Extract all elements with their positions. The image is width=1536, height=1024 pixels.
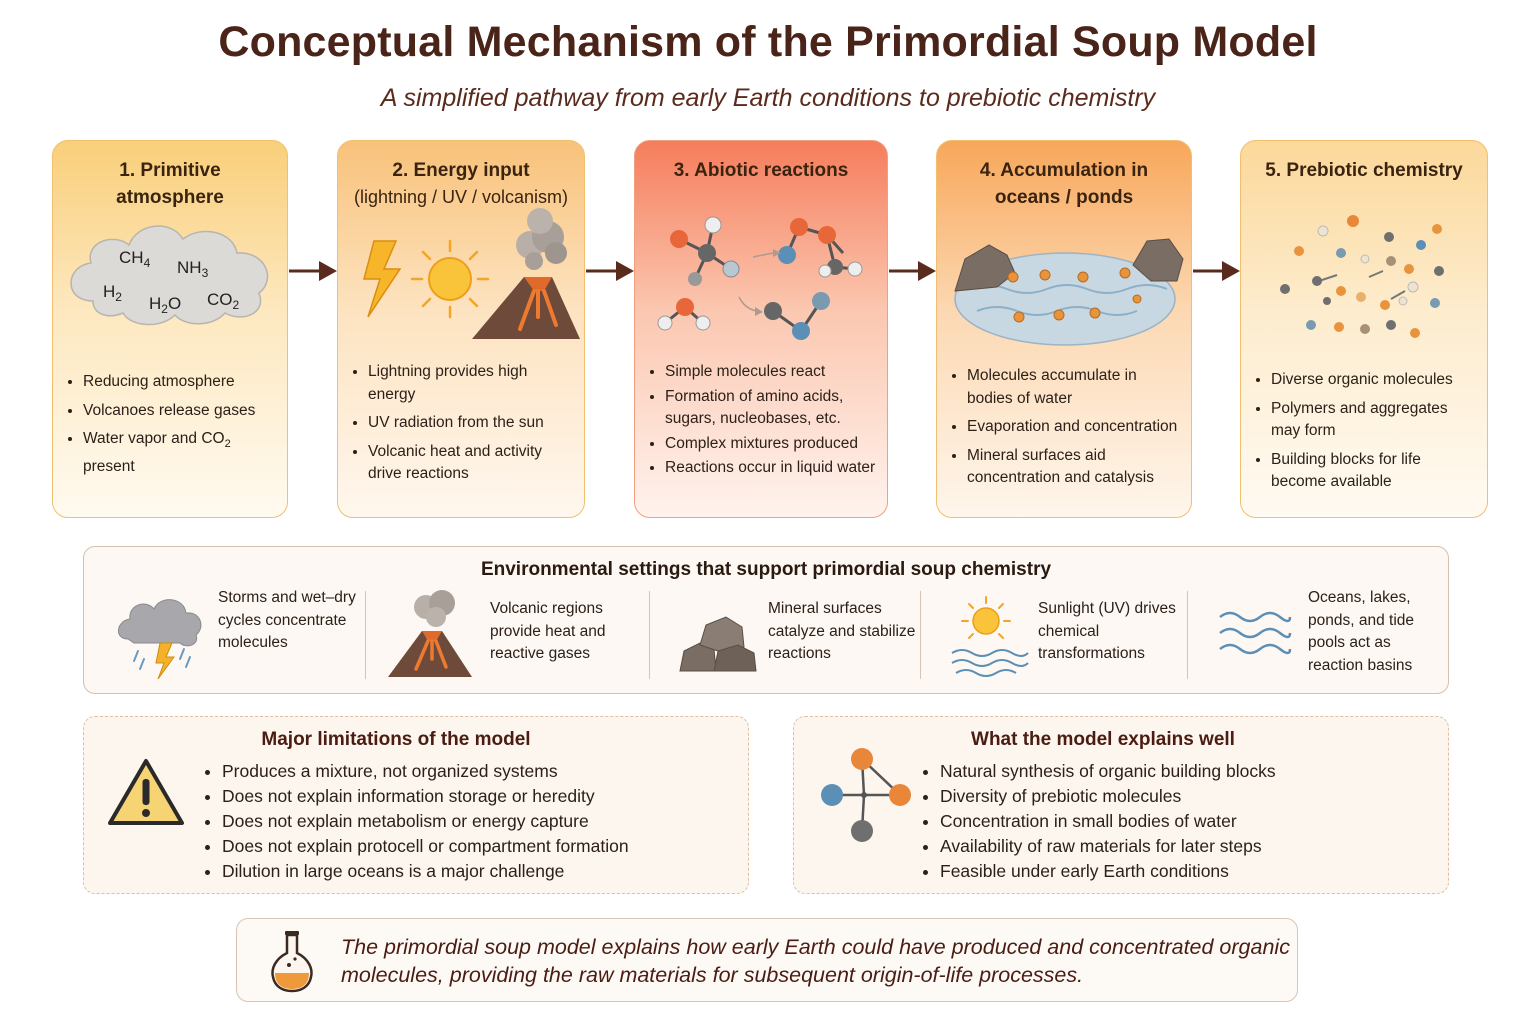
list-item: Feasible under early Earth conditions — [940, 859, 1276, 884]
stage-card-abiotic-reactions: 3. Abiotic reactions Simple molecules re… — [634, 140, 888, 518]
environment-item-text: Volcanic regions provide heat and reacti… — [490, 600, 606, 662]
explains-panel: What the model explains well Natural syn… — [793, 716, 1449, 894]
list-item: Does not explain information storage or … — [222, 784, 629, 809]
list-item: Reactions occur in liquid water — [665, 457, 877, 480]
list-item: Building blocks for life become availabl… — [1271, 449, 1477, 494]
divider — [920, 591, 921, 679]
divider — [649, 591, 650, 679]
limitations-title: Major limitations of the model — [261, 729, 531, 750]
stage-title: 3. Abiotic reactions — [673, 160, 849, 181]
list-item: Evaporation and concentration — [967, 416, 1181, 439]
list-item: Polymers and aggregates may form — [1271, 398, 1477, 443]
stage-bullets: Lightning provides high energy UV radiat… — [350, 361, 574, 492]
waves-icon — [1219, 611, 1292, 655]
environment-item-text: Mineral surfaces catalyze and stabilize … — [768, 600, 916, 662]
arrow-right-icon — [289, 261, 337, 281]
list-item: Mineral surfaces aid concentration and c… — [967, 445, 1181, 490]
flask-icon — [271, 931, 313, 993]
stage-bullets: Diverse organic molecules Polymers and a… — [1253, 369, 1477, 500]
environment-item-text: Oceans, lakes, ponds, and tide pools act… — [1308, 589, 1415, 674]
list-item: Molecules accumulate in bodies of water — [967, 365, 1181, 410]
stage-card-prebiotic-chemistry: 5. Prebiotic chemistry Diverse organic m… — [1240, 140, 1488, 518]
list-item: Diverse organic molecules — [1271, 369, 1477, 392]
volcano-icon — [388, 590, 472, 677]
list-item: Natural synthesis of organic building bl… — [940, 759, 1276, 784]
gas-co2: CO2 — [207, 290, 240, 312]
warning-icon — [108, 759, 184, 825]
environment-item-text: Storms and wet–dry cycles concentrate mo… — [218, 589, 356, 651]
sun-water-icon — [951, 596, 1029, 677]
stage-bullets: Molecules accumulate in bodies of water … — [949, 365, 1181, 496]
environment-panel: Environmental settings that support prim… — [83, 546, 1449, 694]
list-item: Water vapor and CO2 present — [83, 428, 277, 478]
environment-item-volcanic: Volcanic regions provide heat and reacti… — [386, 587, 646, 683]
environment-item-minerals: Mineral surfaces catalyze and stabilize … — [674, 587, 924, 683]
arrow-right-icon — [1193, 261, 1240, 281]
list-item: Does not explain metabolism or energy ca… — [222, 809, 629, 834]
gas-h2o: H2O — [149, 294, 181, 316]
stage-title: 4. Accumulation in oceans / ponds — [979, 160, 1149, 208]
limitations-bullets: Produces a mixture, not organized system… — [206, 759, 629, 884]
conclusion-box: The primordial soup model explains how e… — [236, 918, 1298, 1002]
rocks-icon — [679, 616, 757, 672]
storm-cloud-icon — [118, 599, 202, 679]
molecule-icon — [821, 748, 911, 842]
divider — [1187, 591, 1188, 679]
list-item: Dilution in large oceans is a major chal… — [222, 859, 629, 884]
list-item: Formation of amino acids, sugars, nucleo… — [665, 386, 877, 431]
list-item: Complex mixtures produced — [665, 433, 877, 456]
explains-bullets: Natural synthesis of organic building bl… — [924, 759, 1276, 884]
stage-title: 2. Energy input — [392, 160, 530, 181]
stage-card-accumulation: 4. Accumulation in oceans / ponds Molecu… — [936, 140, 1192, 518]
sun-icon — [410, 239, 490, 319]
gas-ch4: CH4 — [119, 248, 151, 270]
conclusion-text: The primordial soup model explains how e… — [341, 935, 1290, 987]
volcano-icon — [472, 208, 580, 339]
molecules-icon — [657, 216, 863, 340]
lightning-icon — [363, 240, 402, 318]
arrow-right-icon — [889, 261, 936, 281]
list-item: Volcanoes release gases — [83, 400, 277, 423]
stage-subtitle: (lightning / UV / volcanism) — [353, 187, 569, 207]
list-item: Availability of raw materials for later … — [940, 834, 1276, 859]
gas-cloud-icon: CH4 NH3 H2 H2O CO2 — [70, 225, 269, 326]
explains-title: What the model explains well — [971, 729, 1235, 750]
stage-title: 5. Prebiotic chemistry — [1265, 160, 1463, 181]
stage-card-energy-input: 2. Energy input (lightning / UV / volcan… — [337, 140, 585, 518]
stage-title: 1. Primitive atmosphere — [116, 160, 224, 208]
environment-title: Environmental settings that support prim… — [480, 559, 1052, 580]
arrow-right-icon — [586, 261, 634, 281]
organic-molecules-icon — [1280, 215, 1444, 338]
environment-item-water-bodies: Oceans, lakes, ponds, and tide pools act… — [1218, 587, 1438, 683]
list-item: Simple molecules react — [665, 361, 877, 384]
list-item: Concentration in small bodies of water — [940, 809, 1276, 834]
environment-item-text: Sunlight (UV) drives chemical transforma… — [1038, 600, 1176, 662]
limitations-panel: Major limitations of the model Produces … — [83, 716, 749, 894]
list-item: Does not explain protocell or compartmen… — [222, 834, 629, 859]
list-item: UV radiation from the sun — [368, 412, 574, 435]
list-item: Diversity of prebiotic molecules — [940, 784, 1276, 809]
list-item: Volcanic heat and activity drive reactio… — [368, 441, 574, 486]
stage-bullets: Reducing atmosphere Volcanoes release ga… — [65, 371, 277, 484]
environment-item-sunlight: Sunlight (UV) drives chemical transforma… — [946, 587, 1186, 683]
pond-icon — [954, 238, 1184, 346]
list-item: Lightning provides high energy — [368, 361, 574, 406]
page-title: Conceptual Mechanism of the Primordial S… — [218, 18, 1318, 66]
divider — [365, 591, 366, 679]
list-item: Reducing atmosphere — [83, 371, 277, 394]
page-subtitle: A simplified pathway from early Earth co… — [380, 84, 1156, 112]
stage-card-primitive-atmosphere: 1. Primitive atmosphere CH4 NH3 H2 H2O C… — [52, 140, 288, 518]
environment-item-storms: Storms and wet–dry cycles concentrate mo… — [114, 587, 364, 683]
list-item: Produces a mixture, not organized system… — [222, 759, 629, 784]
stage-bullets: Simple molecules react Formation of amin… — [647, 361, 877, 482]
gas-nh3: NH3 — [177, 258, 209, 280]
